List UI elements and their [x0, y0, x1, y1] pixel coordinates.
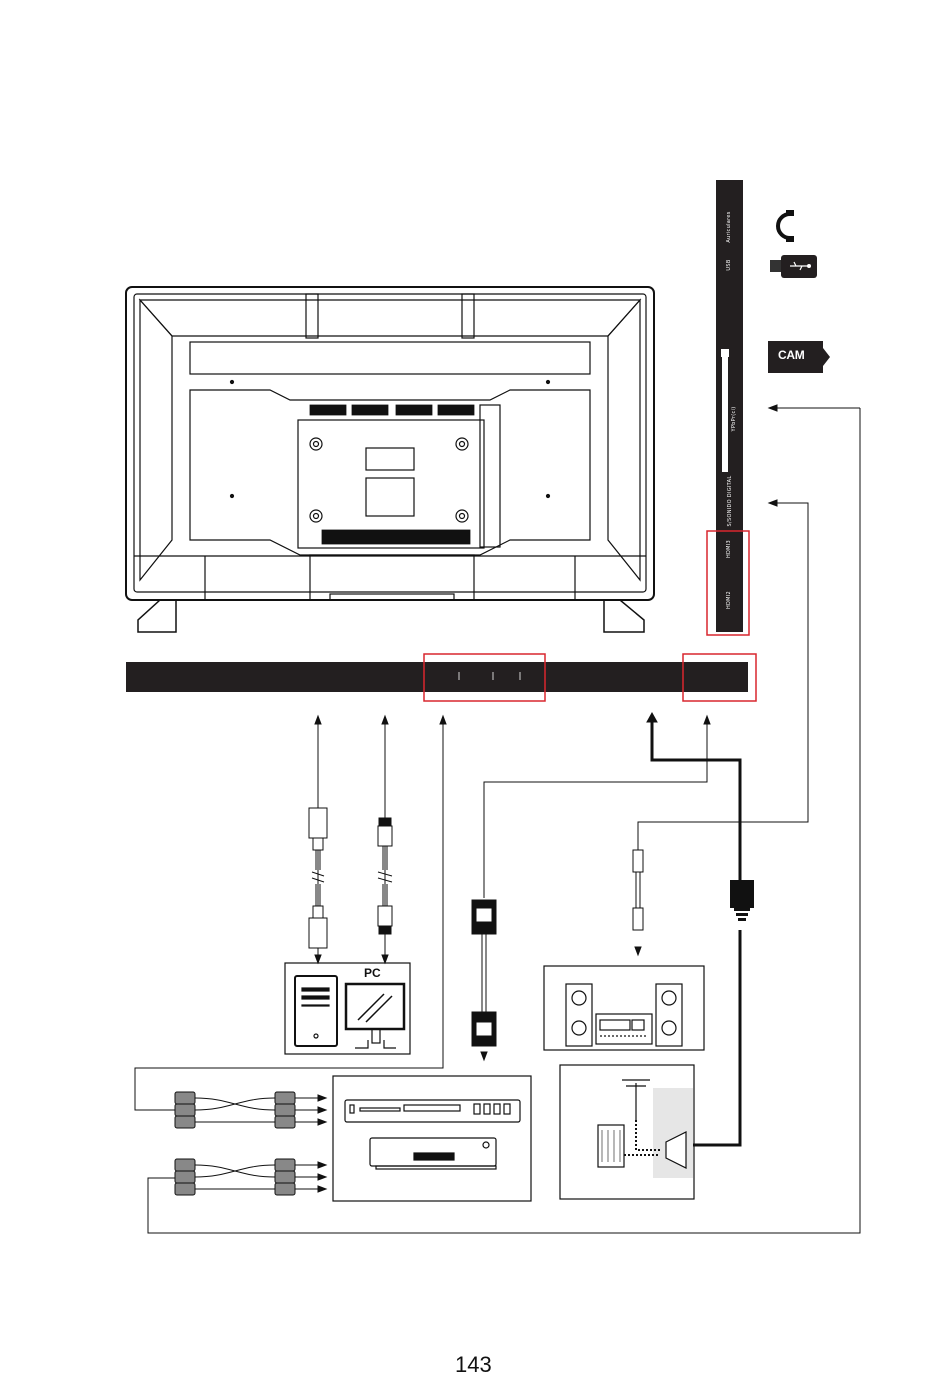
- optical-cable: [633, 850, 643, 930]
- rf-plug: [730, 880, 754, 921]
- rca-arrows: [295, 1095, 326, 1192]
- hdmi-cable: [472, 900, 496, 1046]
- ci-label: YPbPr(ci): [731, 399, 737, 439]
- page-number: 143: [455, 1352, 492, 1378]
- bottom-connector-panel: [126, 654, 756, 701]
- usb-icon: [770, 255, 817, 278]
- pc-device-box: [285, 963, 410, 1054]
- hdmi3-label: HDMI3: [726, 529, 732, 569]
- pc-label: PC: [364, 966, 381, 980]
- dvd-player-icon: [345, 1100, 520, 1169]
- tv-back-illustration: [126, 287, 654, 632]
- speaker-icon: [566, 984, 682, 1046]
- cam-label: CAM: [778, 348, 804, 362]
- antenna-box: [560, 1065, 694, 1199]
- computer-icon: [295, 976, 337, 1046]
- audio-system-box: [544, 966, 704, 1050]
- connection-lines: [135, 405, 860, 1233]
- spdif-label: S/SONIDO DIGITAL: [727, 471, 733, 531]
- earphone-icon: [778, 210, 794, 242]
- usb-label: USB: [726, 245, 732, 285]
- av-device-box: [333, 1076, 531, 1201]
- monitor-icon: [346, 984, 404, 1048]
- rca-cables-top: [175, 1092, 295, 1128]
- hdmi2-label: HDMI2: [726, 580, 732, 620]
- rca-cables-bottom: [175, 1159, 295, 1195]
